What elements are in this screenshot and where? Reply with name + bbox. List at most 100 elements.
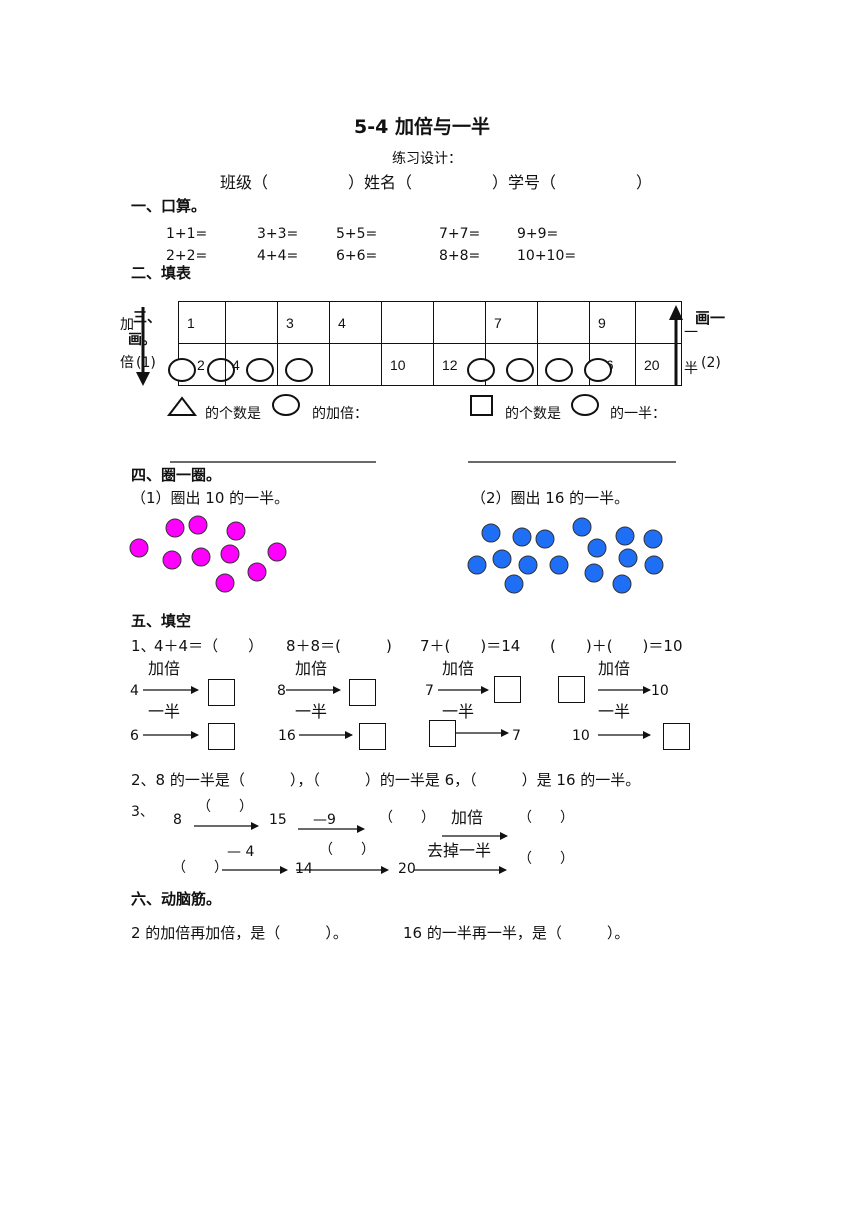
circle-shape — [467, 358, 495, 382]
blue-dot[interactable] — [615, 526, 635, 546]
pink-dot[interactable] — [162, 550, 182, 570]
triangle-count-text: 的个数是 — [205, 406, 261, 422]
answer-box[interactable] — [663, 723, 690, 750]
section2-heading: 二、填表 — [131, 264, 192, 282]
blue-dot[interactable] — [549, 555, 569, 575]
table-cell[interactable]: 4 — [329, 301, 382, 344]
oral-calc-item: 6+6= — [336, 248, 378, 264]
table-cell[interactable]: 10 — [381, 343, 434, 386]
circle-shape — [168, 358, 196, 382]
blue-dot[interactable] — [481, 523, 501, 543]
page-title: 5-4 加倍与一半 — [354, 116, 490, 138]
start-number: 8 — [277, 683, 286, 699]
blue-dot[interactable] — [618, 548, 638, 568]
q1-equation: 8＋8＝( ) — [286, 637, 392, 655]
q3-operation: 去掉一半 — [427, 841, 492, 860]
circle-shape — [272, 394, 300, 416]
answer-box[interactable] — [558, 676, 585, 703]
double-down-arrow-head — [136, 372, 150, 386]
double-side-label: 加 — [120, 317, 134, 333]
blue-dot[interactable] — [535, 529, 555, 549]
end-number: 7 — [512, 728, 521, 744]
circle-shape — [285, 358, 313, 382]
oral-calc-item: 5+5= — [336, 226, 378, 242]
oral-calc-item: 10+10= — [517, 248, 577, 264]
start-number: 4 — [130, 683, 139, 699]
double-label: 加倍 — [598, 659, 631, 678]
pink-dot[interactable] — [191, 547, 211, 567]
section6-heading: 六、动脑筋。 — [131, 890, 222, 908]
pink-dot[interactable] — [188, 515, 208, 535]
q3-blank: （ ） — [518, 851, 574, 867]
pink-dot[interactable] — [226, 521, 246, 541]
pink-dots — [129, 515, 287, 593]
blue-dot[interactable] — [504, 574, 524, 594]
circle-shape — [545, 358, 573, 382]
oral-calc-item: 9+9= — [517, 226, 559, 242]
double-of-text: 的加倍： — [312, 406, 368, 422]
table-cell[interactable] — [635, 301, 682, 344]
answer-box[interactable] — [208, 679, 235, 706]
end-number: 10 — [651, 683, 669, 699]
answer-box[interactable] — [429, 720, 456, 747]
circle-shape — [506, 358, 534, 382]
start-number: 16 — [278, 728, 296, 744]
blue-dot[interactable] — [492, 549, 512, 569]
pink-dot[interactable] — [165, 518, 185, 538]
pink-dot[interactable] — [247, 562, 267, 582]
table-cell[interactable] — [225, 301, 278, 344]
oral-calc-item: 7+7= — [439, 226, 481, 242]
start-number: 7 — [425, 683, 434, 699]
blue-dot[interactable] — [467, 555, 487, 575]
q1-equation: 4＋4＝（ ） — [154, 637, 264, 655]
q3-value: 20 — [398, 861, 416, 877]
q3-blank: （ ） — [197, 799, 253, 815]
answer-box[interactable] — [359, 723, 386, 750]
q3-value: 15 — [269, 812, 287, 828]
blue-dot[interactable] — [643, 529, 663, 549]
half-label: 一半 — [442, 702, 475, 721]
oral-calc-item: 8+8= — [439, 248, 481, 264]
double-label: 加倍 — [148, 659, 181, 678]
table-cell[interactable]: 7 — [485, 301, 538, 344]
blue-dot[interactable] — [518, 555, 538, 575]
subtitle: 练习设计： — [392, 151, 462, 167]
half-up-arrow-head — [669, 305, 683, 320]
q3-blank: （ ） — [379, 810, 435, 826]
half-of-text: 的一半： — [610, 406, 666, 422]
blue-dot[interactable] — [644, 555, 664, 575]
section4-heading: 四、圈一圈。 — [131, 466, 222, 484]
q3-value: 8 — [173, 812, 182, 828]
table-cell[interactable]: 20 — [635, 343, 682, 386]
circle-shape — [584, 358, 612, 382]
q3-blank: （ ） — [518, 810, 574, 826]
answer-box[interactable] — [494, 676, 521, 703]
pink-dot[interactable] — [129, 538, 149, 558]
oral-calc-item: 1+1= — [166, 226, 208, 242]
blue-dot[interactable] — [572, 517, 592, 537]
half-label: 一半 — [598, 702, 631, 721]
blue-dot[interactable] — [612, 574, 632, 594]
q3-value: 14 — [295, 861, 313, 877]
oral-calc-item: 3+3= — [257, 226, 299, 242]
student-info-line: 班级（ ）姓名（ ）学号（ ） — [220, 173, 653, 192]
part2-label: (2) — [701, 355, 721, 371]
pink-dot[interactable] — [267, 542, 287, 562]
blue-dot[interactable] — [587, 538, 607, 558]
blue-dot[interactable] — [584, 563, 604, 583]
circle-half-10-prompt: （1）圈出 10 的一半。 — [131, 489, 290, 507]
q1-prefix: 1、 — [131, 637, 156, 655]
table-cell[interactable] — [537, 343, 590, 386]
blue-dot[interactable] — [512, 527, 532, 547]
pink-dot[interactable] — [220, 544, 240, 564]
answer-box[interactable] — [208, 723, 235, 750]
oral-calc-item: 2+2= — [166, 248, 208, 264]
half-side-label: 半 — [684, 361, 698, 377]
start-number: 6 — [130, 728, 139, 744]
pink-dot[interactable] — [215, 573, 235, 593]
circle-half-16-prompt: （2）圈出 16 的一半。 — [471, 489, 630, 507]
q1-equation: ( )＋( )＝10 — [550, 637, 683, 655]
answer-box[interactable] — [349, 679, 376, 706]
triangle-shape — [166, 396, 198, 416]
